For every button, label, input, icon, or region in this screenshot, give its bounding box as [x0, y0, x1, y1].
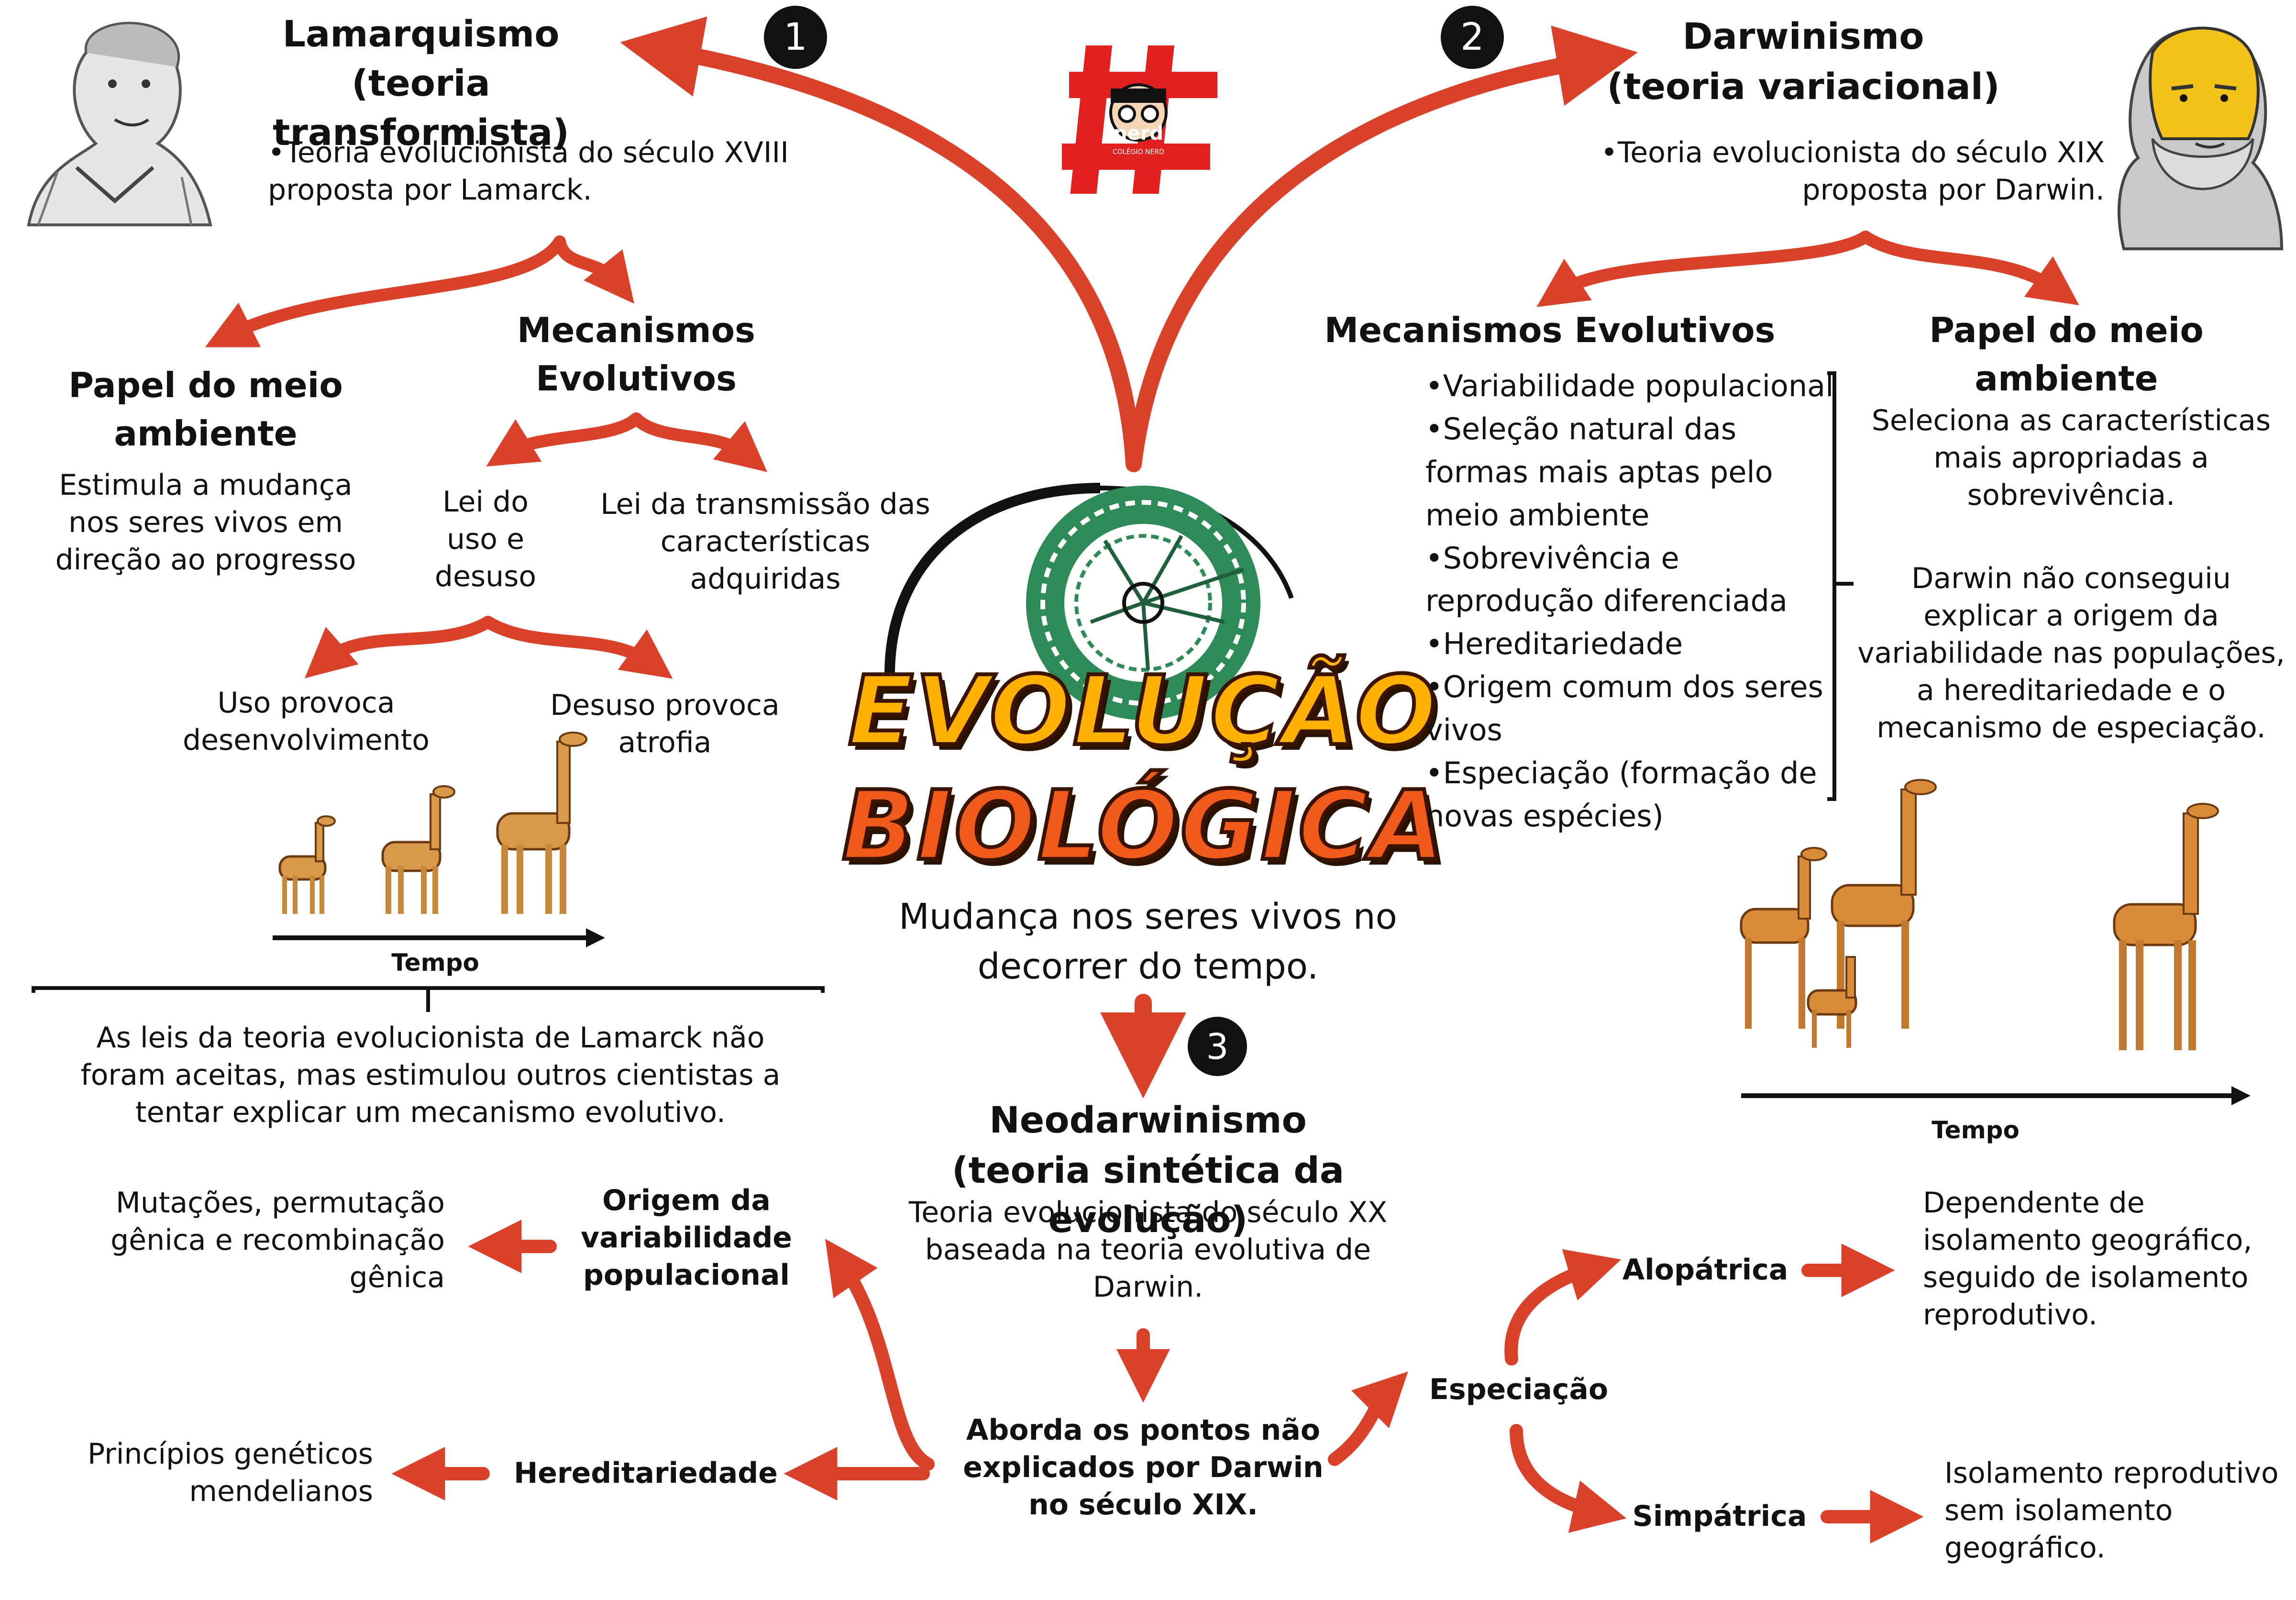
lamarck-portrait-icon	[27, 22, 212, 226]
neo-allopatric: Alopátrica	[1622, 1253, 1788, 1287]
phylogenetic-tree-icon	[884, 483, 1294, 720]
title-line1: EVOLUÇÃO	[846, 654, 1439, 769]
giraffe-tall-icon	[2113, 803, 2219, 1050]
title-subtitle: Mudança nos seres vivos no decorrer do t…	[899, 896, 1397, 987]
darwin-environment-title: Papel do meio ambiente	[1929, 310, 2204, 399]
arrow-speciation-allopatric	[1504, 1249, 1621, 1366]
giraffe-medium-icon	[381, 785, 455, 914]
neo-title-line2: (teoria sintética da evolução)	[951, 1149, 1345, 1241]
lamarck-law1: Lei do uso e desuso	[434, 485, 537, 593]
darwin-mechanism-item: •Hereditariedade	[1425, 626, 1683, 662]
arrow-to-darwin	[1126, 25, 1638, 472]
darwin-bracket	[1827, 371, 1854, 801]
badge-1-label: 1	[784, 16, 807, 59]
darwin-environment-note: Darwin não conseguiu explicar a origem d…	[1857, 562, 2285, 744]
neo-description: Teoria evolucionista do século XX basead…	[908, 1196, 1388, 1304]
logo-text: nerd	[1114, 122, 1163, 144]
title-line2: BIOLÓGICA	[840, 768, 1446, 884]
darwin-title-line1: Darwinismo	[1682, 15, 1924, 57]
arrow-law2	[630, 412, 767, 472]
arrow-law1	[486, 412, 642, 467]
darwin-mechanisms-title: Mecanismos Evolutivos	[1324, 310, 1776, 350]
darwin-title-line2: (teoria variacional)	[1607, 65, 2000, 108]
darwin-portrait-icon	[2118, 26, 2284, 250]
darwin-mechanisms-list: •Variabilidade populacional •Seleção nat…	[1425, 365, 1837, 838]
darwin-mechanism-item: •Variabilidade populacional	[1425, 368, 1834, 403]
lamarck-bracket	[32, 986, 825, 1012]
arrow-approach-origin	[825, 1239, 935, 1471]
nerd-logo-icon: nerd COLÉGIO NERD	[1062, 45, 1217, 194]
darwin-description: •Teoria evolucionista do século XIX prop…	[1601, 136, 2105, 207]
giraffe-small-icon	[278, 815, 336, 914]
arrow-lamarck-environment	[205, 235, 566, 347]
neo-allopatric-detail: Dependente de isolamento geográfico, seg…	[1923, 1186, 2252, 1332]
darwin-time-axis	[1741, 1086, 2251, 1105]
lamarck-disuse: Desuso provoca atrofia	[550, 689, 780, 759]
neo-title-line1: Neodarwinismo	[989, 1099, 1307, 1141]
darwin-mechanism-item: •Origem comum dos seres vivos	[1425, 669, 1823, 748]
badge-2-label: 2	[1460, 16, 1484, 59]
darwin-mechanism-item: •Especiação (formação de novas espécies)	[1425, 756, 1817, 833]
neo-sympatric: Simpátrica	[1632, 1500, 1807, 1533]
neo-origin: Origem da variabilidade populacional	[581, 1184, 792, 1292]
neo-sympatric-detail: Isolamento reprodutivo sem isolamento ge…	[1944, 1456, 2279, 1565]
darwin-mechanism-item: •Seleção natural das formas mais aptas p…	[1425, 411, 1773, 533]
lamarck-law2: Lei da transmissão das características a…	[600, 488, 930, 596]
arrow-approach-speciation	[1328, 1371, 1408, 1466]
arrow-lamarck-mechanisms	[553, 235, 634, 304]
neo-approach: Aborda os pontos não explicados por Darw…	[963, 1413, 1324, 1522]
giraffe-group-icon	[1740, 779, 1937, 1048]
badge-3-label: 3	[1206, 1026, 1228, 1067]
neo-heredity-detail: Princípios genéticos mendelianos	[87, 1437, 373, 1508]
lamarck-environment-text: Estimula a mudança nos seres vivos em di…	[55, 468, 356, 577]
logo-small-text: COLÉGIO NERD	[1113, 148, 1164, 156]
arrow-to-lamarck	[620, 16, 1142, 472]
lamarck-title-line2: (teoria transformista)	[272, 62, 570, 154]
neo-speciation: Especiação	[1429, 1373, 1609, 1406]
lamarck-environment-title: Papel do meio ambiente	[68, 365, 343, 454]
lamarck-time-label: Tempo	[391, 949, 479, 977]
arrow-disuse	[482, 616, 673, 679]
lamarck-use: Uso provoca desenvolvimento	[183, 686, 430, 757]
arrow-speciation-sympatric	[1510, 1424, 1627, 1533]
arrow-darwin-mechanisms	[1536, 231, 1872, 307]
neo-origin-detail: Mutações, permutação gênica e recombinaç…	[110, 1186, 445, 1294]
lamarck-description: •Teoria evolucionista do século XVIII pr…	[268, 136, 789, 207]
lamarck-mechanisms-title: Mecanismos Evolutivos	[517, 310, 755, 399]
badge-3-icon: 3	[1188, 1017, 1247, 1076]
darwin-time-label: Tempo	[1932, 1116, 2020, 1144]
badge-1-icon: 1	[764, 6, 827, 69]
lamarck-title-line1: Lamarquismo	[282, 12, 560, 55]
neo-heredity: Hereditariedade	[514, 1456, 778, 1490]
giraffe-large-icon	[496, 732, 587, 914]
arrow-use	[304, 616, 494, 678]
lamarck-conclusion: As leis da teoria evolucionista de Lamar…	[80, 1021, 781, 1129]
badge-2-icon: 2	[1441, 6, 1504, 69]
darwin-mechanism-item: •Sobrevivência e reprodução diferenciada	[1425, 540, 1788, 619]
darwin-environment-text: Seleciona as características mais apropr…	[1871, 404, 2271, 512]
arrow-darwin-environment	[1859, 231, 2079, 306]
lamarck-time-axis	[273, 928, 605, 947]
